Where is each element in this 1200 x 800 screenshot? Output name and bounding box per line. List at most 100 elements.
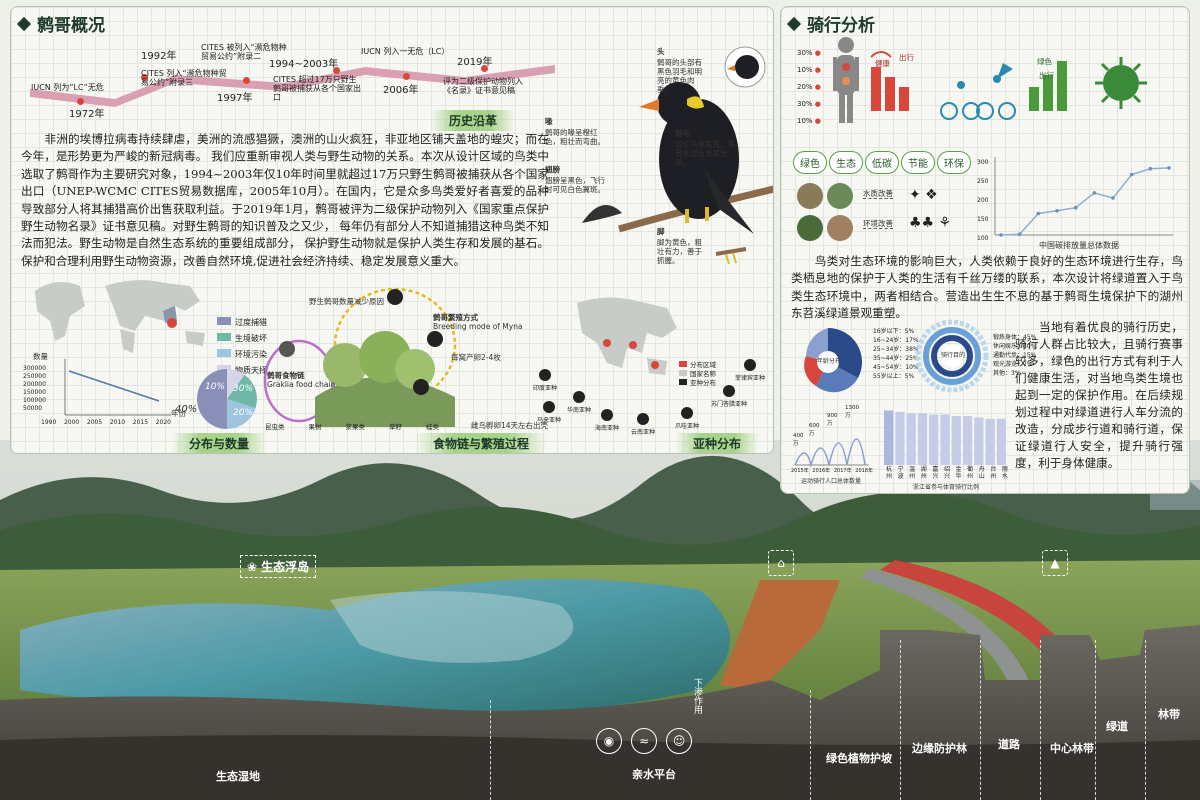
cycling-paragraph-2: 当地有着优良的骑行历史，骑行人群占比较大，且骑行赛事较多，绿色的出行方式有利于人… (1015, 320, 1183, 470)
population-chart (64, 359, 171, 416)
subspecies-item: 海南亚种 (595, 409, 619, 432)
percent-row: 10% ● (797, 66, 821, 74)
city-label: 嘉兴 (932, 466, 939, 480)
food-part: 昆虫类 (265, 423, 285, 431)
wing-inset (582, 205, 622, 223)
world-map (35, 280, 205, 353)
timeline-dot-2006 (403, 73, 410, 80)
legend-item: 25~34岁：38% (873, 346, 919, 353)
tag-low-carbon: 低碳 (865, 151, 899, 174)
carbon-line (1000, 167, 1170, 236)
purpose-radial-chart (915, 319, 989, 393)
city-label: 温州 (909, 466, 916, 480)
carbon-point (1073, 205, 1078, 210)
nest-note: 每窝产卵2-4枚 (451, 353, 501, 362)
bird-head-title: 头 (657, 47, 665, 56)
x-tick: 2000 (63, 419, 80, 426)
peak-label: 400万 (793, 433, 804, 447)
city-label: 衢州 (967, 466, 974, 480)
pie-label-3: 40% (175, 404, 198, 415)
year-tick: 2017年 (833, 468, 852, 474)
seep-note: 下渗作用 (692, 678, 702, 714)
tree-icon: ♣♣ ⚘ (909, 215, 952, 231)
population-xlabel: 年份 (171, 409, 186, 418)
bird-feather-title: 羽毛 (675, 129, 690, 138)
y-tick: 100 (977, 235, 989, 242)
organ-icon: ● (814, 49, 821, 57)
food-part: 浆果类 (345, 423, 366, 431)
x-tick: 1990 (41, 419, 57, 426)
island-icon: ❀ (247, 560, 258, 574)
legend-swatch (217, 317, 231, 325)
carbon-y-ticks: 300 250 200 150 100 (977, 153, 988, 248)
green-bars (1029, 61, 1067, 111)
y-tick: 150000 (23, 389, 46, 396)
food-chain-subtitle: Graklia food chain (267, 380, 336, 389)
landscape-illustration (0, 440, 1200, 800)
carbon-point (1017, 232, 1022, 236)
carbon-point (1055, 209, 1059, 213)
y-tick: 200 (977, 197, 989, 204)
people-icon: ☺ (666, 728, 693, 754)
timeline-text-4: IUCN 列入一无危（LC） (361, 47, 450, 56)
section-wetland: 生态湿地 (216, 770, 260, 783)
travel-label-left: 出行 (899, 53, 914, 62)
timeline-year-4: 2006年 (383, 85, 419, 96)
y-tick: 100000 (23, 397, 46, 404)
city-labels: 杭州宁波温州湖州嘉兴绍兴金华衢州舟山台州丽水 (885, 466, 1009, 480)
cyclist-figures (940, 63, 1016, 120)
section-protect-forest: 边缘防护林 (912, 742, 967, 755)
city-label: 舟山 (978, 466, 985, 480)
left-panel-title: 鹩哥概况 (15, 11, 105, 36)
legend-swatch (217, 349, 231, 357)
food-chain-label: 食物链与繁殖过程 (415, 433, 548, 453)
city-bar (906, 413, 916, 465)
diamond-icon (786, 16, 802, 32)
carbon-point (1092, 191, 1097, 195)
timeline-text-2: CITES 被列入“濒危物种贸易公约”附录二 (201, 43, 287, 61)
purpose-center-label: 骑行目的 (941, 352, 966, 359)
bird-icon (573, 391, 585, 403)
bird-icon (681, 407, 693, 419)
fish-icon: ≈ (631, 728, 658, 754)
food-parts: 昆虫类 果树 浆果类 草籽 蛙类 (265, 421, 439, 431)
carbon-point (1036, 211, 1041, 216)
divider-3 (900, 640, 901, 800)
legend-swatch (679, 370, 687, 376)
legend-item: 锻炼身体：45% (993, 334, 1037, 341)
carbon-point (1148, 166, 1153, 171)
city-label: 金华 (955, 466, 962, 480)
right-panel-title: 骑行分析 (785, 11, 875, 36)
photo-chip (827, 183, 853, 209)
float-island-label: ❀生态浮岛 (240, 555, 317, 578)
bird-icon (723, 385, 735, 397)
y-tick: 300000 (23, 365, 46, 372)
percent-row: 30% ● (797, 100, 821, 108)
water-improve-label: 水质改善 (863, 189, 893, 199)
distribution-legend: 过度捕猎 生境破坏 环境污染 物质天择 (217, 317, 267, 376)
carbon-chart-title: 中国碳排放量总体数据 (1039, 241, 1119, 250)
env-improve-label: 环境改善 (863, 219, 893, 229)
percent-row: 10% ● (797, 117, 821, 125)
threat-pie (197, 369, 257, 429)
timeline-text-3: CITES 超过17万只野生鹩哥被捕获从各个国家出口 (273, 75, 361, 102)
subspecies-item: 苏门答腊亚种 (711, 385, 747, 408)
legend-swatch (217, 365, 231, 373)
city-label: 杭州 (885, 466, 892, 480)
riders-peak-chart (794, 438, 869, 468)
platform-icon: ⌂ (768, 550, 794, 576)
activity-icons: ◉ ≈ ☺ (596, 728, 693, 754)
legend-item: 休闲娱乐：30% (993, 343, 1037, 350)
organ-icon: ● (814, 117, 821, 125)
organ-icon: ● (814, 83, 821, 91)
subspecies-label: 亚种分布 (675, 433, 760, 453)
legend-item: 其他：3% (993, 370, 1021, 377)
travel-label-right: 出行 (1039, 71, 1054, 80)
food-part: 蛙类 (426, 423, 439, 431)
body-figure (833, 37, 859, 123)
population-ylabel: 数量 (33, 352, 48, 361)
tag-eco: 生态 (829, 151, 863, 174)
legend-swatch (679, 361, 687, 367)
timeline-text-5: 评为二级保护动物列入《名录》证书意见稿 (443, 77, 523, 95)
peak-label: 600万 (809, 423, 820, 437)
